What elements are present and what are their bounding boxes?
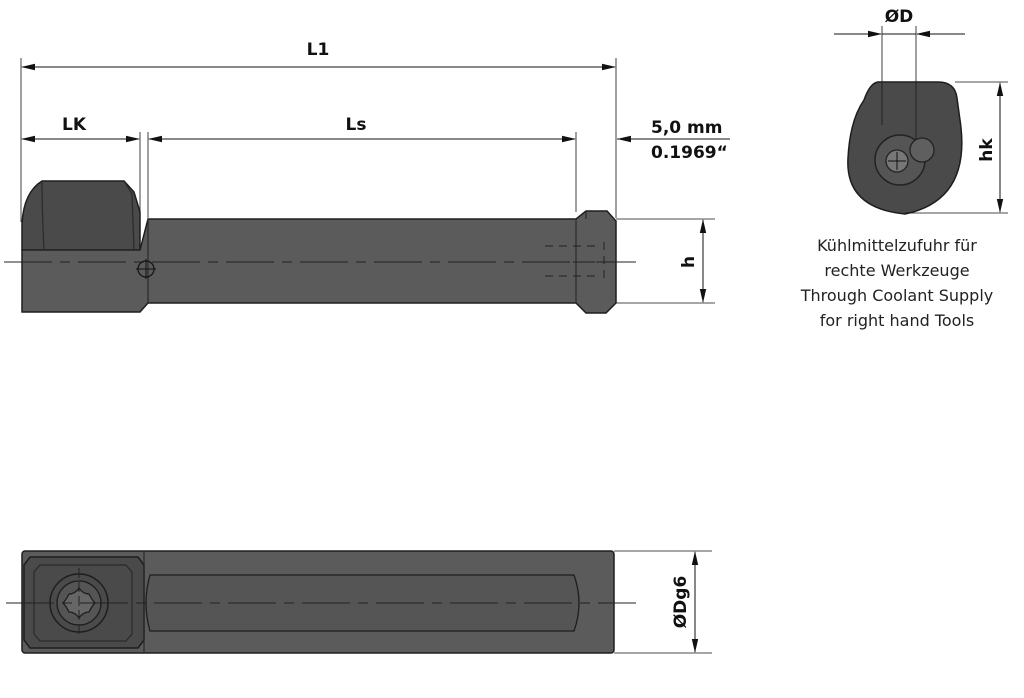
small-hole [909, 137, 935, 163]
dim-dg6-label: ØDg6 [671, 576, 691, 629]
end-view: ØD hk Kühlmittelzufuhr für rechte Werkze… [800, 7, 1008, 330]
tool-head [21, 180, 141, 251]
note-line-4: for right hand Tools [820, 311, 975, 330]
note-line-3: Through Coolant Supply [800, 286, 993, 305]
dim-d-label: ØD [885, 7, 914, 27]
side-view: L1 LK Ls 5,0 mm 0.1969“ h [4, 40, 730, 314]
note-line-1: Kühlmittelzufuhr für [817, 236, 977, 255]
dim-l1-label: L1 [307, 40, 330, 60]
dim-hk-label: hk [977, 138, 997, 162]
dim-h-label: h [679, 256, 699, 268]
dim-lk-label: LK [62, 115, 87, 135]
note-line-2: rechte Werkzeuge [824, 261, 969, 280]
dim-ls-label: Ls [346, 115, 367, 135]
dim-offset-in: 0.1969“ [651, 143, 728, 163]
top-view: ØDg6 [6, 550, 712, 654]
dim-offset-mm: 5,0 mm [651, 118, 722, 138]
